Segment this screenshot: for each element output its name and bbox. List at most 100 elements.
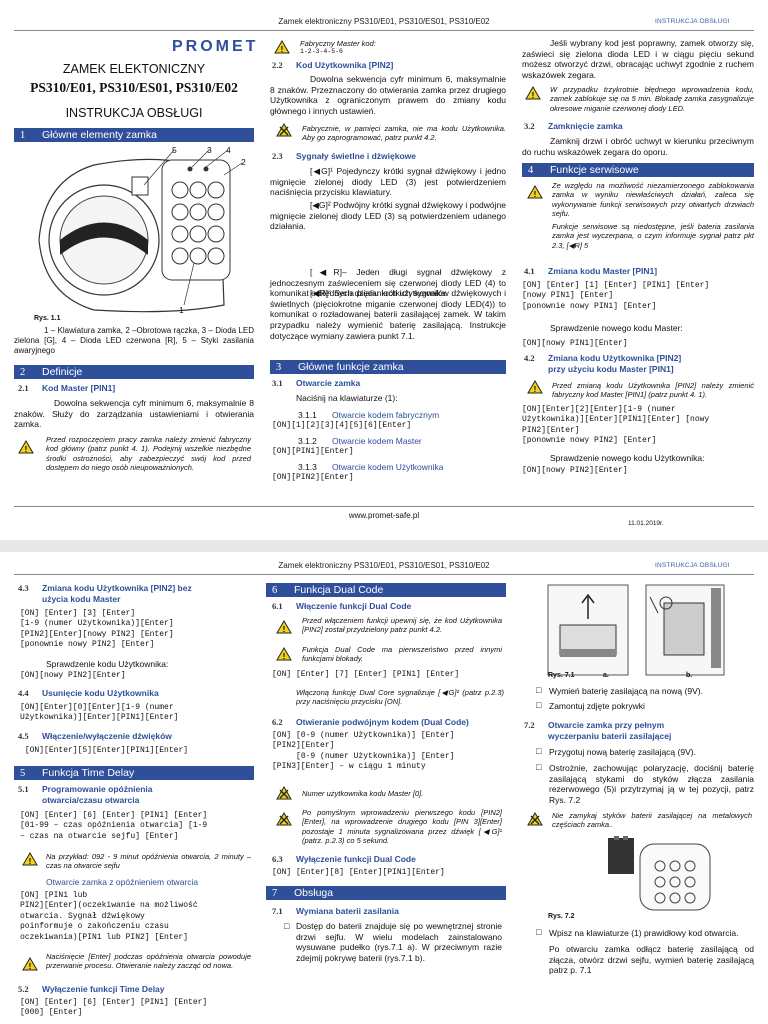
subsection-number: 3.1 — [272, 378, 283, 388]
subsection-title: Programowanie opóźnienia otwarcia/czasu … — [42, 784, 153, 805]
subsection-number: 5.1 — [18, 784, 29, 794]
warning-text-9: Funkcja Dual Code ma pierwszeństwo przed… — [302, 645, 502, 664]
page1-header-right: INSTRUKCJA OBSŁUGI — [655, 18, 730, 25]
subsection-title: Zmiana kodu Użytkownika [PIN2] bez użyci… — [42, 583, 192, 604]
title-line2: PS310/E01, PS310/ES01, PS310/E02 — [30, 80, 238, 95]
code-disable-time-delay: [ON] [Enter] [6] [Enter] [PIN1] [Enter] … — [20, 998, 208, 1018]
subsection-title: Wyłączenie funkcji Time Delay — [42, 984, 165, 994]
subsection-number: 4.3 — [18, 583, 29, 593]
code-dual-open: [ON] [0-9 (numer Użytkownika)] [Enter] [… — [272, 731, 455, 772]
svg-text:!: ! — [532, 91, 535, 100]
section-number: 5 — [20, 768, 26, 779]
section-2-2-text: Dowolna sekwencja cyfr minimum 6, maksym… — [270, 74, 506, 116]
fig72-caption: Rys. 7.2 — [548, 913, 575, 920]
figure-7-1 — [546, 583, 726, 683]
code-delete-user: [ON][Enter][0][Enter][1-9 (numer Użytkow… — [20, 703, 179, 723]
promet-logo: PROMET — [172, 38, 259, 55]
subsection-title: Wymiana baterii zasilania — [296, 906, 399, 916]
section-7-1-text: Dostęp do baterii znajduje się po wewnęt… — [296, 921, 502, 963]
delayed-open-heading: Otwarcie zamka z opóźnieniem otwarcia — [46, 877, 199, 887]
subsection-3-1-2: 3.1.2 Otwarcie kodem Master — [298, 436, 422, 447]
footer-url[interactable]: www.promet-safe.pl — [348, 511, 420, 520]
dual-code-note: Włączoną funkcję Dual Core sygnalizuje [… — [296, 688, 504, 707]
subsection-title: Kod Master [PIN1] — [42, 383, 116, 393]
svg-text:!: ! — [283, 652, 286, 661]
open-success-text: Jeśli wybrany kod jest poprawny, zamek o… — [522, 38, 754, 80]
bullet-mount-covers: Zamontuj zdjęte pokrywki — [549, 701, 645, 711]
svg-text:!: ! — [25, 445, 28, 454]
no-symbol-icon — [527, 812, 543, 826]
warning-text-2: Fabrycznie, w pamięci zamka, nie ma kodu… — [302, 124, 506, 143]
code-delayed-open: [ON] [PIN1 lub PIN2][Enter](oczekiwanie … — [20, 891, 198, 942]
fig-label-4: 4 — [226, 145, 231, 155]
subsection-number: 3.1.2 — [298, 436, 317, 446]
section-number: 2 — [20, 367, 26, 378]
bullet-press-battery: Ostrożnie, zachowując polaryzację, dociś… — [549, 763, 754, 805]
svg-text:!: ! — [281, 45, 284, 54]
title-line3: INSTRUKCJA OBSŁUGI — [65, 106, 203, 120]
no-symbol-icon — [276, 786, 292, 800]
page2-header-right: INSTRUKCJA OBSŁUGI — [655, 562, 730, 569]
subsection-number: 3.1.1 — [298, 410, 317, 420]
subsection-4-2: 4.2 Zmiana kodu Użytkownika [PIN2] przy u… — [524, 353, 681, 374]
footer-date: 11.01.2019r. — [628, 520, 664, 527]
page1-footer-line — [14, 506, 754, 507]
subsection-title: Otwarcie zamka — [296, 378, 361, 388]
section-title: Główne funkcje zamka — [298, 361, 404, 373]
subsection-number: 7.1 — [272, 906, 283, 916]
svg-text:!: ! — [534, 190, 537, 199]
check-master-text: Sprawdzenie nowego kodu Master: — [550, 323, 683, 333]
page-separator — [0, 540, 768, 552]
section-3-1-text: Naciśnij na klawiaturze (1): — [296, 393, 398, 403]
warning-icon: ! — [276, 647, 292, 661]
signal-text-4: [◀R]⁵ Seria pięciu krótkich sygnałów dźw… — [270, 288, 506, 341]
fig71-label-b: b. — [686, 672, 693, 679]
subsection-number: 4.2 — [524, 353, 535, 363]
code-change-master: [ON] [Enter] [1] [Enter] [PIN1] [Enter] … — [522, 281, 710, 311]
section-number: 7 — [272, 888, 278, 899]
subsection-title: Zmiana kodu Master [PIN1] — [548, 266, 658, 276]
no-symbol-icon — [276, 812, 292, 826]
subsection-number: 5.2 — [18, 984, 29, 994]
subsection-number: 3.2 — [524, 121, 535, 131]
subsection-title: Otwarcie kodem Master — [332, 436, 422, 446]
code-master-open: [ON][PIN1][Enter] — [272, 447, 354, 456]
subsection-number: 4.5 — [18, 731, 29, 741]
lock-figure: 5 3 4 2 1 Rys. 1.1 — [14, 145, 254, 322]
section-2-bar: 2 Definicje — [14, 365, 254, 379]
subsection-7-1: 7.1 Wymiana baterii zasilania — [272, 906, 399, 917]
subsection-number: 4.1 — [524, 266, 535, 276]
section-title: Główne elementy zamka — [42, 129, 157, 141]
after-open-text: Po otwarciu zamka odłącz baterię zasilaj… — [549, 944, 754, 976]
code-time-delay: [ON] [Enter] [6] [Enter] [PIN1] [Enter] … — [20, 811, 208, 841]
bullet-enter-code: Wpisz na klawiaturze (1) prawidłowy kod … — [549, 928, 739, 938]
subsection-title: Otwarcie zamka przy pełnym wyczerpaniu b… — [548, 720, 672, 741]
subsection-title: Usunięcie kodu Użytkownika — [42, 688, 159, 698]
check-user-text-2: Sprawdzenie kodu Użytkownika: — [46, 659, 169, 669]
section-2-1-text: Dowolna sekwencja cyfr minimum 6, maksym… — [14, 398, 254, 430]
warning-text-12: Nie zamykaj styków baterii zasilającej n… — [552, 811, 752, 830]
subsection-title: Otwarcie kodem fabrycznym — [332, 410, 440, 420]
factory-code-label: Fabryczny Master kod: — [300, 39, 376, 48]
section-number: 6 — [272, 585, 278, 596]
section-number: 3 — [276, 362, 282, 373]
fig71-label-a: a. — [603, 672, 609, 679]
subsection-5-2: 5.2 Wyłączenie funkcji Time Delay — [18, 984, 165, 995]
code-check-user: [ON][nowy PIN2][Enter] — [522, 466, 628, 475]
warning-icon: ! — [274, 40, 290, 54]
subsection-5-1: 5.1 Programowanie opóźnienia otwarcia/cza… — [18, 784, 153, 805]
warning-icon: ! — [276, 620, 292, 634]
section-3-2-text: Zamknij drzwi i obróć uchwyt w kierunku … — [522, 136, 754, 157]
subsection-title: Zmiana kodu Użytkownika [PIN2] przy użyc… — [548, 353, 682, 374]
fig-caption: Rys. 1.1 — [34, 315, 61, 322]
subsection-number: 4.4 — [18, 688, 29, 698]
section-title: Definicje — [42, 366, 83, 378]
subsection-number: 6.1 — [272, 601, 283, 611]
